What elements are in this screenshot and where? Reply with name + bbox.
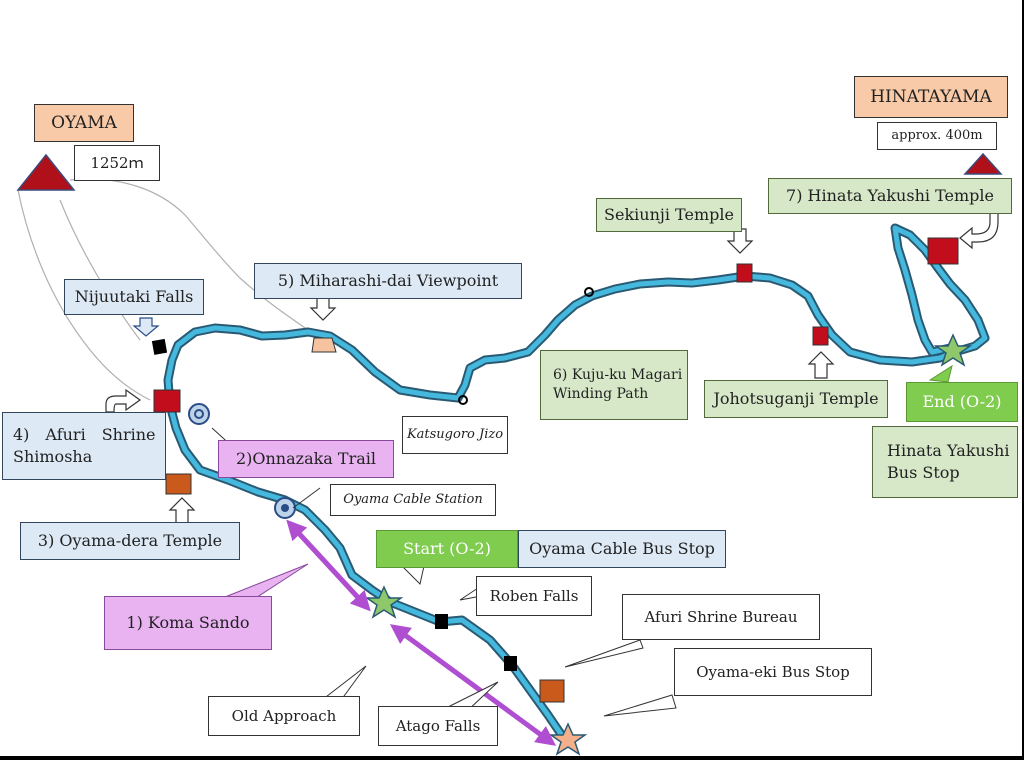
- roben-falls-marker-icon: [435, 614, 448, 629]
- atago-falls-marker-icon: [504, 656, 517, 671]
- sekiunji-temple-label: Sekiunji Temple: [596, 198, 742, 232]
- hinata-yakushi-bus-stop-label: Hinata Yakushi Bus Stop: [872, 426, 1018, 498]
- koma-sando-label: 1) Koma Sando: [104, 596, 272, 650]
- afuri-shimosha-pointer-icon: [105, 388, 142, 413]
- afuri-shimosha-line2: Shimosha: [13, 447, 93, 466]
- nijuutaki-falls-marker-icon: [151, 338, 168, 355]
- waypoint-ring-icon: [584, 287, 594, 297]
- johotsuganji-temple-label: Johotsuganji Temple: [704, 380, 888, 418]
- oyama-peak-icon: [16, 153, 76, 191]
- sekiunji-marker-icon: [736, 263, 753, 283]
- afuri-shimosha-marker-icon: [153, 389, 181, 413]
- oyama-dera-pointer-icon: [168, 497, 196, 525]
- hinatayama-peak-label: HINATAYAMA: [854, 76, 1008, 118]
- start-label: Start (O-2): [376, 530, 518, 568]
- katsugoro-jizo-label: Katsugoro Jizo: [402, 416, 508, 454]
- katsugoro-jizo-marker-icon: [458, 395, 468, 405]
- end-label: End (O-2): [906, 382, 1018, 422]
- hinata-yakushi-pointer-icon: [959, 207, 999, 250]
- koma-sando-arrow-icon: [286, 519, 371, 612]
- hinata-bus-line2: Bus Stop: [887, 463, 960, 482]
- oyama-dera-marker-icon: [165, 473, 192, 495]
- nijuutaki-pointer-icon: [132, 317, 160, 337]
- nijuutaki-falls-label: Nijuutaki Falls: [64, 279, 204, 315]
- oyama-cable-bus-stop-label: Oyama Cable Bus Stop: [518, 530, 726, 568]
- hinatayama-peak-icon: [963, 152, 1003, 175]
- afuri-shrine-bureau-label: Afuri Shrine Bureau: [622, 594, 820, 640]
- start-star-icon: [364, 585, 404, 619]
- oyama-peak-label: OYAMA: [34, 104, 134, 142]
- end-star-icon: [933, 333, 973, 367]
- old-paths: [17, 178, 309, 401]
- cable-station-upper-icon: [188, 403, 210, 425]
- afuri-shimosha-label: 4) Afuri Shrine Shimosha: [2, 412, 166, 480]
- old-approach-label: Old Approach: [208, 696, 360, 736]
- oyama-eki-bus-stop-label: Oyama-eki Bus Stop: [674, 648, 872, 696]
- sekiunji-pointer-icon: [726, 228, 754, 254]
- kujuku-magari-label: 6) Kuju-ku Magari Winding Path: [540, 350, 688, 420]
- hinata-yakushi-marker-icon: [927, 237, 959, 265]
- afuri-bureau-marker-icon: [539, 679, 565, 703]
- oyama-elevation-label: 1252ｍ: [74, 145, 160, 181]
- atago-falls-label: Atago Falls: [378, 706, 498, 746]
- miharashi-pointer-icon: [309, 297, 337, 321]
- oyama-cable-station-label: Oyama Cable Station: [330, 484, 496, 516]
- hinatayama-elevation-label: approx. 400m: [877, 122, 997, 150]
- kujuku-line2: Winding Path: [553, 386, 649, 402]
- afuri-shimosha-line1: 4) Afuri Shrine: [13, 425, 156, 445]
- route-line: [163, 223, 990, 745]
- viewpoint-marker-icon: [311, 337, 337, 353]
- cable-station-lower-icon: [274, 497, 296, 519]
- johotsuganji-pointer-icon: [807, 351, 835, 379]
- roben-falls-label: Roben Falls: [476, 576, 592, 616]
- hinata-yakushi-temple-label: 7) Hinata Yakushi Temple: [768, 178, 1012, 214]
- oyama-dera-temple-label: 3) Oyama-dera Temple: [20, 522, 240, 560]
- end-callout-tail: [928, 364, 953, 383]
- old-approach-arrow-icon: [389, 624, 557, 746]
- miharashi-viewpoint-label: 5) Miharashi-dai Viewpoint: [254, 263, 522, 299]
- johotsuganji-marker-icon: [812, 326, 829, 346]
- hinata-bus-line1: Hinata Yakushi: [887, 441, 1010, 461]
- onnazaka-trail-label: 2)Onnazaka Trail: [218, 440, 394, 478]
- kujuku-line1: 6) Kuju-ku Magari: [553, 367, 683, 384]
